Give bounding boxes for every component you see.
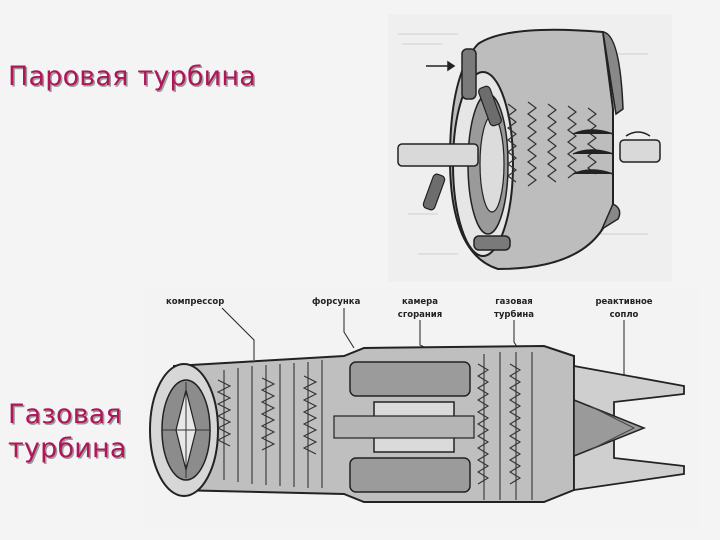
label-chamber-2: сгорания — [398, 310, 442, 320]
steam-turbine-title: Паровая турбина — [8, 61, 257, 92]
steam-turbine-illustration — [388, 14, 672, 282]
gas-turbine-title: Газовая турбина — [8, 398, 158, 466]
label-nozzle-2: сопло — [610, 310, 639, 320]
steam-turbine-drawing — [388, 14, 672, 282]
gas-title-line1: Газовая — [8, 399, 122, 430]
gas-turbine-drawing: компрессор форсунка камера сгорания газо… — [144, 290, 700, 526]
label-nozzle-1: реактивное — [595, 297, 652, 307]
gas-turbine-illustration: компрессор форсунка камера сгорания газо… — [144, 290, 700, 526]
label-injector: форсунка — [312, 297, 361, 307]
label-turbine-1: газовая — [495, 297, 533, 307]
label-compressor: компрессор — [166, 297, 224, 307]
label-turbine-2: турбина — [494, 309, 534, 320]
gas-title-line2: турбина — [8, 433, 127, 464]
label-chamber-1: камера — [402, 297, 438, 307]
